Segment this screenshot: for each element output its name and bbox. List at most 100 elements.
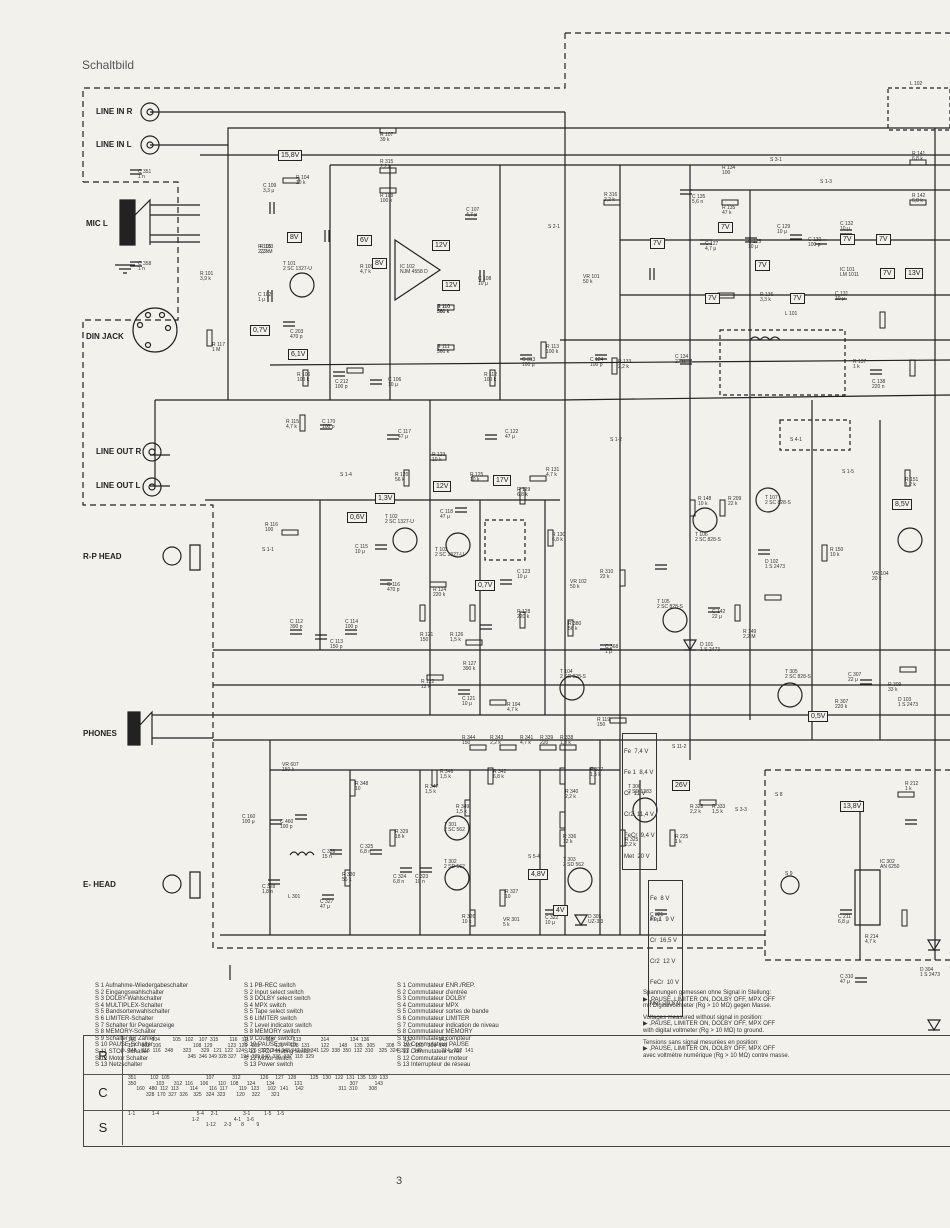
- legend-item: S 10 PAUSE-Schalter: [95, 1042, 153, 1049]
- component-label: T 302 2 SD 562: [444, 859, 465, 870]
- component-label: R 330 56 k: [342, 872, 356, 883]
- component-label: C 211 6,8 μ: [838, 914, 851, 925]
- legend-item: S 9 Counter switch: [244, 1035, 295, 1042]
- switch-label: S 3-3: [735, 807, 747, 813]
- component-label: R 121 150: [420, 632, 434, 643]
- component-label: C 115 10 μ: [355, 544, 368, 555]
- table-row: R 161 104 105 102 107 315 116 111 113 11…: [84, 1036, 950, 1075]
- component-label: IC 102 NJM 4558 D: [400, 264, 428, 275]
- component-label: R 107 39 k: [380, 132, 394, 143]
- component-label: C 134 27 n: [675, 354, 689, 365]
- voltage-box: 4,8V: [528, 869, 549, 880]
- component-label: C 132 10 μ: [840, 221, 854, 232]
- voltage-box: 0,5V: [808, 711, 829, 722]
- voltage-box: 0,7V: [475, 580, 496, 591]
- component-label: D 305 UZ-3,3: [588, 914, 604, 925]
- component-label: R 131 4,7 k: [546, 467, 560, 478]
- component-label: D 101 1 S 2473: [700, 642, 721, 653]
- component-label: C 460 100 p: [280, 819, 294, 830]
- component-label: R 134 100: [722, 165, 736, 176]
- voltage-box: 8V: [372, 258, 387, 269]
- component-label: T 101 2 SC 1327-U: [283, 261, 312, 272]
- component-label: C 127 4,7 μ: [705, 241, 719, 252]
- switch-label: S 9: [785, 871, 793, 877]
- component-label: C 203 470 p: [290, 329, 304, 340]
- legend-item: S 1 Commutateur ENR./REP.: [397, 983, 475, 989]
- legend-item: S 6 LIMITER switch: [244, 1015, 297, 1022]
- legend-item: S 4 Commutateur MPX: [397, 1002, 459, 1009]
- component-label: R 103 2,2 M: [260, 244, 274, 255]
- component-label: R 129 6,8 k: [517, 487, 531, 498]
- component-label: R 119 150: [597, 717, 610, 728]
- mode-voltage: Fe 1 9 V: [650, 917, 675, 923]
- component-label: T 106 2 SC 828-S: [695, 532, 721, 543]
- component-label: R 336 12 k: [563, 834, 577, 845]
- mode-voltage: Met 20,8 V: [650, 1001, 681, 1007]
- component-label: C 325 6,8 n: [360, 844, 374, 855]
- component-label: R 133 2,2 k: [618, 359, 632, 370]
- legend-item: S 7 Schalter für Pegelanzeige: [95, 1022, 175, 1029]
- component-label: R 346 1,5 k: [440, 769, 454, 780]
- switch-label: S 1-2: [610, 437, 622, 443]
- row-cells: 1-1 1-4 5-4 2-1 3-1 1-5 1-5 1-2 4-1 1-6: [128, 1111, 285, 1128]
- component-label: C 135 5,6 n: [692, 194, 706, 205]
- mode-voltage: Fe 1 8,4 V: [624, 770, 654, 776]
- rp-head-label: R-P HEAD: [83, 552, 122, 561]
- voltage-box: 7V: [840, 234, 855, 245]
- switch-label: S 1-5: [842, 469, 854, 475]
- row-header: S: [84, 1110, 123, 1145]
- component-label: C 323 10 n: [415, 874, 429, 885]
- line-out-r-label: LINE OUT R: [96, 447, 142, 456]
- component-label: C 114 100 p: [345, 619, 358, 630]
- component-label: C 108 10 μ: [478, 276, 492, 287]
- legend-item: S 2 Input select switch: [244, 989, 304, 996]
- voltage-box: 7V: [880, 268, 895, 279]
- component-label: T 306 2 SD 1383: [628, 784, 652, 795]
- component-label: C 142 22 μ: [712, 609, 726, 620]
- voltage-box: 1,3V: [375, 493, 396, 504]
- page-number: 3: [396, 1175, 403, 1187]
- note-line: avec voltmètre numérique (Rg > 10 MΩ) co…: [643, 1052, 790, 1059]
- component-label: C 351 1 n: [138, 169, 152, 180]
- voltage-box: 26V: [672, 780, 691, 791]
- note-line: Voltages measured without signal in posi…: [643, 1014, 763, 1021]
- component-label: L 301: [288, 894, 301, 900]
- voltage-box: 8V: [287, 232, 302, 243]
- component-label: C 324 6,8 n: [393, 874, 407, 885]
- component-label: R 326 10 k: [462, 914, 476, 925]
- component-label: C 117 47 μ: [398, 429, 411, 440]
- din-jack-label: DIN JACK: [86, 332, 124, 341]
- legend-item: S 10 Commutateur PAUSE: [397, 1042, 469, 1049]
- legend-item: S 12 Motor switch: [244, 1055, 292, 1062]
- voltage-box: 7V: [705, 293, 720, 304]
- mode-voltage: Met 20 V: [624, 854, 650, 860]
- switch-label: S 11-2: [672, 744, 687, 750]
- note-line: ▶ ,PAUSE, LIMITER ON, DOLBY OFF, MPX OFF: [643, 1021, 776, 1028]
- legend-item: S 8 Commutateur MEMORY: [397, 1029, 473, 1036]
- component-label: T 303 2 SD 562: [563, 857, 584, 868]
- voltage-box: 12V: [442, 280, 461, 291]
- note-line: ▶ ,PAUSE, LIMITER ON, DOLBY OFF, MPX OFF: [643, 996, 776, 1003]
- component-label: VR 607 150 k: [282, 762, 299, 773]
- legend-item: S 13 Power switch: [244, 1062, 294, 1069]
- mode-voltage: Cr 11 V: [624, 791, 646, 797]
- table-row: S 1-1 1-4 5-4 2-1 3-1 1-5 1-5 1-2 4-1 1-…: [84, 1110, 950, 1145]
- component-label: IC 101 LM 1011: [840, 267, 860, 278]
- component-label: R 309 33 k: [888, 682, 902, 693]
- component-label: IC 302 AN 6250: [880, 859, 900, 870]
- component-label: R 349 1,5 k: [456, 804, 470, 815]
- component-label: R 104 10 k: [296, 175, 310, 186]
- component-label: C 113 150 p: [330, 639, 343, 650]
- legend-item: S 8 MEMORY-Schalter: [95, 1029, 157, 1036]
- component-label: R 307 220 k: [835, 699, 849, 710]
- component-label: R 128 220 k: [517, 609, 531, 620]
- note-line: Spannungen gemessen ohne Signal in Stell…: [643, 990, 772, 996]
- legend-item: S 13 Interrupteur de réseau: [397, 1062, 471, 1069]
- component-label: C 327 47 μ: [320, 899, 334, 910]
- mode-voltage-table-1: Fe 7,4 V Fe 1 8,4 V Cr 11 V Cr2 11,4 V F…: [622, 733, 657, 870]
- component-label: R 110 560 k: [437, 304, 450, 315]
- legend-item: S 1 PB-REC switch: [244, 983, 296, 989]
- component-label: R 106 100 k: [297, 372, 311, 383]
